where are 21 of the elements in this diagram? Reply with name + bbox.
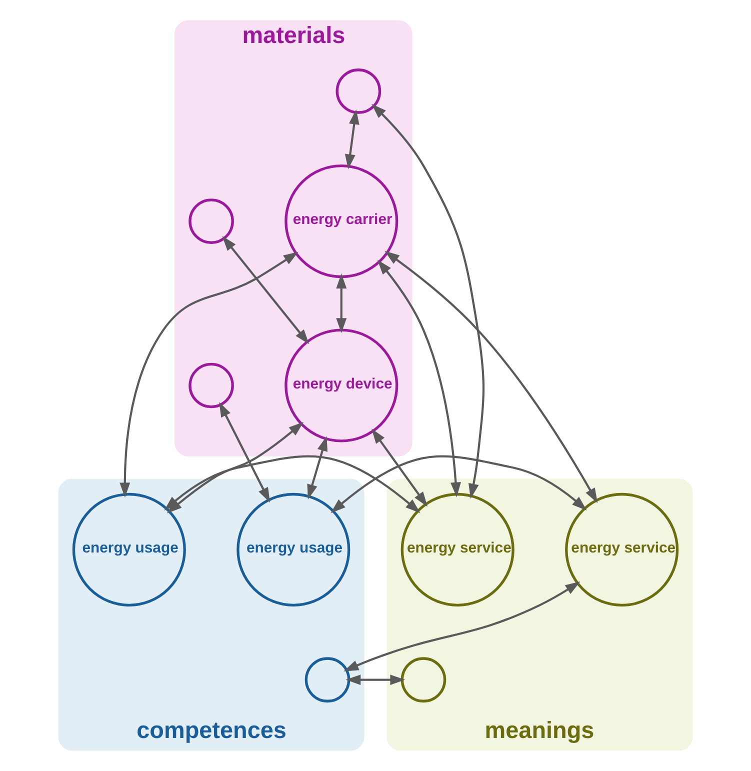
node-circle: energy carrier [284,164,398,278]
arrow [336,274,347,334]
arrow [222,236,310,344]
arrow [344,582,580,672]
node-circle [188,198,234,244]
node-circle [188,362,234,408]
node-circle: energy usage [72,492,186,606]
arrow [346,674,406,686]
arrow [344,109,360,170]
arrow [330,455,587,514]
arrow [377,260,461,498]
node-circle: energy usage [236,492,350,606]
arrow [219,402,270,503]
arrow [372,428,428,507]
arrow [372,104,485,499]
arrow [384,250,598,504]
node-circle [336,68,382,114]
arrow [307,436,328,500]
node-circle [400,657,446,702]
arrow [120,252,298,498]
node-circle [304,657,350,702]
